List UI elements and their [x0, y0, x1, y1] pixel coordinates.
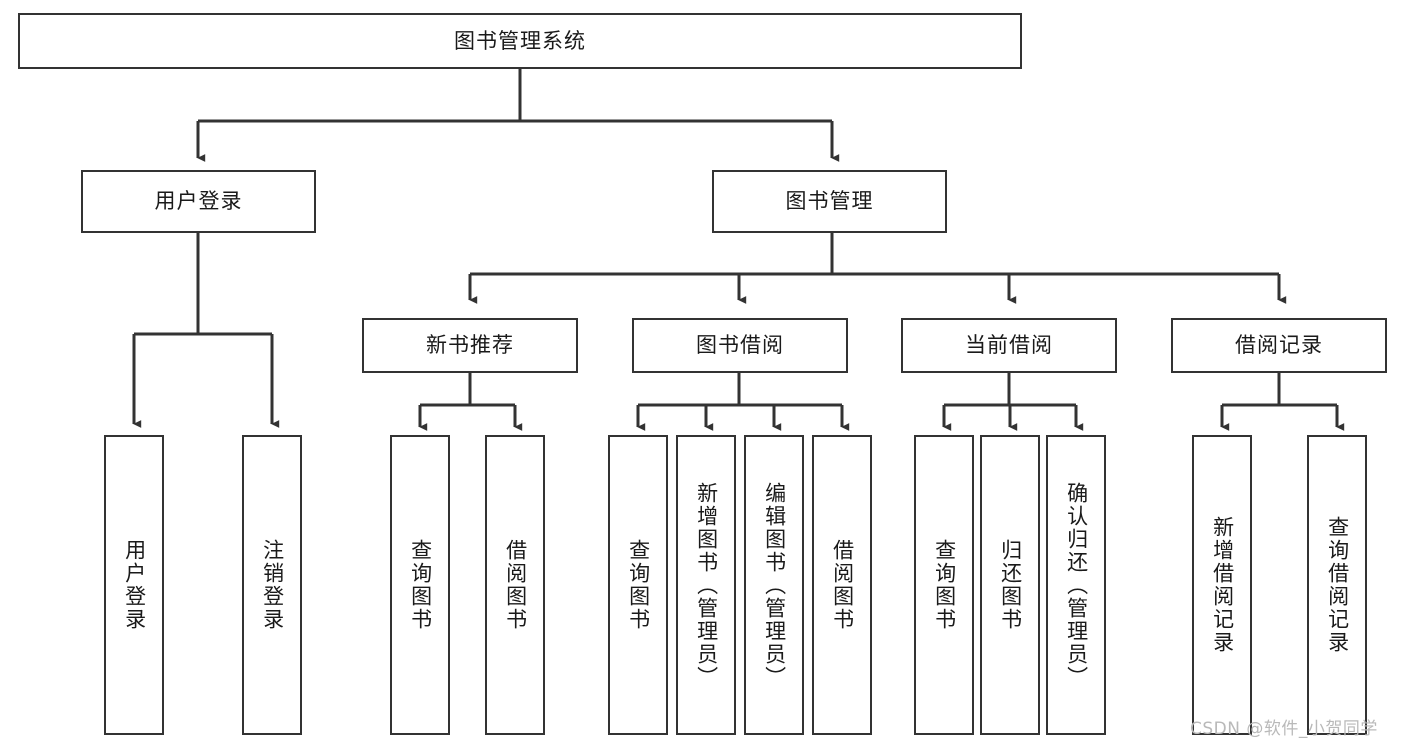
leaf-edit-book[interactable]: 编辑图书（管理员）	[744, 435, 804, 735]
leaf-borrow-book-2-label: 借阅图书	[830, 539, 855, 631]
leaf-logout-login[interactable]: 注销登录	[242, 435, 302, 735]
node-current-borrow[interactable]: 当前借阅	[901, 318, 1117, 373]
leaf-borrow-book-1[interactable]: 借阅图书	[485, 435, 545, 735]
node-root-system-label: 图书管理系统	[454, 28, 586, 53]
node-current-borrow-label: 当前借阅	[965, 333, 1053, 358]
node-root-system[interactable]: 图书管理系统	[18, 13, 1022, 69]
leaf-query-book-3[interactable]: 查询图书	[914, 435, 974, 735]
leaf-borrow-book-2[interactable]: 借阅图书	[812, 435, 872, 735]
node-book-borrow-label: 图书借阅	[696, 333, 784, 358]
node-new-book-recommend-label: 新书推荐	[426, 333, 514, 358]
leaf-query-book-1[interactable]: 查询图书	[390, 435, 450, 735]
leaf-user-login-label: 用户登录	[122, 539, 147, 631]
leaf-edit-book-label: 编辑图书（管理员）	[762, 481, 787, 689]
node-book-management-label: 图书管理	[785, 189, 874, 214]
leaf-add-record[interactable]: 新增借阅记录	[1192, 435, 1252, 735]
node-borrow-record-label: 借阅记录	[1235, 333, 1323, 358]
node-book-borrow[interactable]: 图书借阅	[632, 318, 848, 373]
leaf-confirm-return-label: 确认归还（管理员）	[1064, 481, 1089, 689]
node-borrow-record[interactable]: 借阅记录	[1171, 318, 1387, 373]
leaf-query-book-1-label: 查询图书	[408, 539, 433, 631]
leaf-confirm-return[interactable]: 确认归还（管理员）	[1046, 435, 1106, 735]
leaf-add-record-label: 新增借阅记录	[1210, 516, 1235, 654]
leaf-query-record[interactable]: 查询借阅记录	[1307, 435, 1367, 735]
node-book-management[interactable]: 图书管理	[712, 170, 947, 233]
leaf-query-record-label: 查询借阅记录	[1325, 516, 1350, 654]
leaf-user-login[interactable]: 用户登录	[104, 435, 164, 735]
csdn-watermark: CSDN @软件_小贺同学	[1190, 719, 1378, 739]
leaf-query-book-2-label: 查询图书	[626, 539, 651, 631]
node-new-book-recommend[interactable]: 新书推荐	[362, 318, 578, 373]
leaf-query-book-2[interactable]: 查询图书	[608, 435, 668, 735]
leaf-add-book[interactable]: 新增图书（管理员）	[676, 435, 736, 735]
node-user-login[interactable]: 用户登录	[81, 170, 316, 233]
node-user-login-label: 用户登录	[154, 189, 243, 214]
leaf-return-book[interactable]: 归还图书	[980, 435, 1040, 735]
leaf-logout-login-label: 注销登录	[260, 539, 285, 631]
leaf-borrow-book-1-label: 借阅图书	[503, 539, 528, 631]
leaf-return-book-label: 归还图书	[998, 539, 1023, 631]
leaf-query-book-3-label: 查询图书	[932, 539, 957, 631]
leaf-add-book-label: 新增图书（管理员）	[694, 481, 719, 689]
